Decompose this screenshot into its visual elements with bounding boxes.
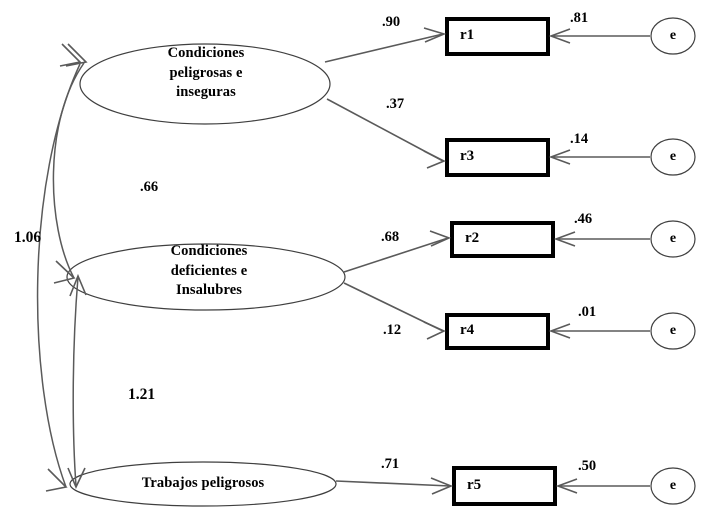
coefficient-label-f1-r1: .90	[382, 14, 401, 30]
indicator-label-r5: r5	[467, 477, 482, 493]
covariance-label-f2-f3: 1.21	[128, 386, 156, 403]
loading-path-f2-r2[interactable]	[343, 237, 449, 273]
loading-path-f1-r3[interactable]	[326, 98, 444, 162]
arrowhead-e1-r1	[548, 28, 571, 44]
indicator-box-r1[interactable]	[445, 17, 550, 56]
arrowhead-f1-r1	[423, 27, 447, 43]
coefficient-label-f1-r3: .37	[386, 96, 405, 112]
arrowhead-f2-r4	[423, 321, 446, 340]
indicator-label-r1: r1	[460, 27, 475, 43]
indicator-box-r2[interactable]	[450, 221, 555, 258]
arrowhead-cov-f2-f3-top	[69, 273, 87, 297]
coefficient-label-f2-r4: .12	[383, 322, 402, 338]
error-circle-e3[interactable]	[650, 138, 696, 176]
covariance-curve-f1-f3[interactable]	[36, 63, 81, 488]
error-label-e4: e	[669, 323, 677, 338]
coefficient-label-f3-r5: .71	[381, 456, 400, 472]
arrowhead-cov-f1-f3-top	[59, 43, 82, 67]
arrowhead-e4-r4	[548, 323, 571, 339]
error-variance-label-e4: .01	[578, 304, 597, 320]
covariance-curve-f2-f3[interactable]	[72, 276, 79, 487]
arrowhead-e2-r2	[553, 231, 576, 247]
arrowhead-f1-r3	[423, 150, 446, 169]
error-circle-e4[interactable]	[650, 312, 696, 350]
arrowhead-cov-f1-f2-top	[65, 43, 88, 67]
error-variance-label-e5: .50	[578, 458, 597, 474]
arrowhead-e5-r5	[555, 478, 578, 494]
covariance-label-f1-f3: 1.06	[14, 229, 42, 246]
latent-ellipse-f3[interactable]	[69, 461, 337, 507]
error-label-e2: e	[669, 231, 677, 246]
loading-path-f1-r1[interactable]	[324, 33, 444, 63]
arrowhead-f3-r5	[430, 477, 454, 495]
error-variance-label-e3: .14	[570, 131, 589, 147]
loading-path-f3-r5[interactable]	[335, 480, 451, 487]
error-label-e5: e	[669, 478, 677, 493]
indicator-box-r4[interactable]	[445, 313, 550, 350]
indicator-box-r3[interactable]	[445, 138, 550, 177]
latent-ellipse-f2[interactable]	[66, 243, 346, 311]
indicator-label-r4: r4	[460, 322, 475, 338]
arrowhead-cov-f1-f2-bottom	[53, 260, 76, 284]
coefficient-label-f2-r2: .68	[381, 229, 400, 245]
arrowhead-cov-f2-f3-bottom	[67, 467, 86, 489]
covariance-curve-f1-f2[interactable]	[52, 62, 85, 279]
indicator-label-r3: r3	[460, 148, 475, 164]
covariance-label-f1-f2: .66	[140, 179, 159, 195]
error-circle-e1[interactable]	[650, 17, 696, 55]
indicator-box-r5[interactable]	[452, 466, 557, 506]
indicator-label-r2: r2	[465, 230, 480, 246]
arrowhead-f2-r2	[429, 230, 452, 247]
error-variance-label-e2: .46	[574, 211, 593, 227]
arrowhead-e3-r3	[548, 149, 571, 165]
error-label-e3: e	[669, 149, 677, 164]
error-label-e1: e	[669, 28, 677, 43]
latent-ellipse-f1[interactable]	[79, 43, 331, 125]
error-circle-e2[interactable]	[650, 220, 696, 258]
arrowhead-cov-f1-f3-bottom	[45, 468, 68, 492]
error-circle-e5[interactable]	[650, 467, 696, 505]
error-variance-label-e1: .81	[570, 10, 589, 26]
